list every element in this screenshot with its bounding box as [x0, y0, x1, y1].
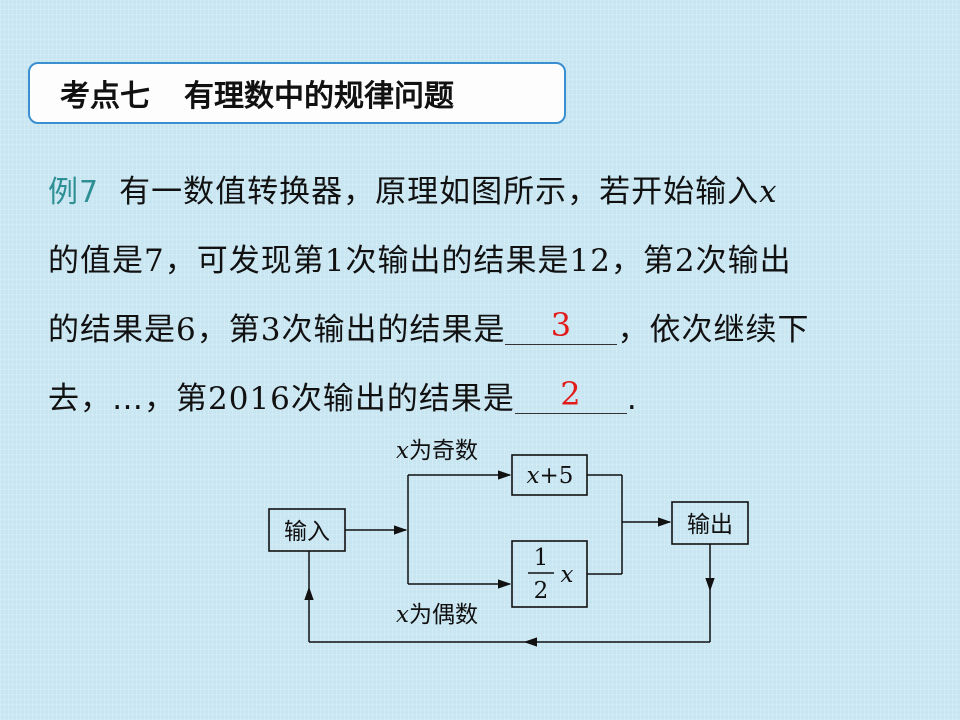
example-label: 例7	[48, 175, 100, 210]
number: 7	[144, 243, 165, 279]
problem-segment: ，可发现第	[164, 243, 325, 279]
problem-segment: 的值是	[48, 243, 144, 279]
topic-number: 考点七	[60, 79, 150, 114]
problem-segment: .	[626, 381, 638, 417]
answer-blank-1: 3	[505, 306, 618, 345]
input-box-label: 输入	[284, 519, 330, 545]
number: 2	[674, 243, 696, 279]
fraction-variable: x	[561, 562, 574, 588]
number: 3	[260, 312, 282, 348]
output-box-label: 输出	[687, 512, 733, 538]
problem-segment: 次输出的结果是	[281, 312, 506, 348]
number: 2016	[208, 381, 291, 417]
fraction-numerator: 1	[534, 545, 549, 571]
problem-segment: ，依次继续下	[617, 312, 810, 348]
problem-segment: 次输出	[695, 243, 792, 279]
problem-segment: 次输出的结果是	[345, 243, 570, 279]
variable-x: x	[759, 174, 778, 210]
add-five-expression: x+5	[527, 463, 574, 489]
topic-title: 有理数中的规律问题	[184, 79, 454, 114]
number: 1	[324, 243, 346, 279]
fraction-denominator: 2	[534, 578, 549, 604]
problem-segment: ，第	[196, 312, 261, 348]
problem-segment: 的结果是	[48, 312, 176, 348]
number: 12	[569, 243, 611, 279]
problem-segment: ，第	[610, 243, 675, 279]
problem-segment: 次输出的结果是	[290, 381, 515, 417]
even-condition-label: x为偶数	[396, 602, 478, 628]
odd-condition-label: x为奇数	[396, 438, 478, 464]
problem-segment: 有一数值转换器，原理如图所示，若开始输入	[119, 174, 760, 210]
topic-title-box: 考点七 有理数中的规律问题	[28, 62, 566, 124]
number: 6	[176, 312, 197, 348]
half-box	[511, 540, 588, 608]
answer-blank-2: 2	[514, 375, 627, 414]
problem-segment: 去，…，第	[48, 381, 208, 417]
